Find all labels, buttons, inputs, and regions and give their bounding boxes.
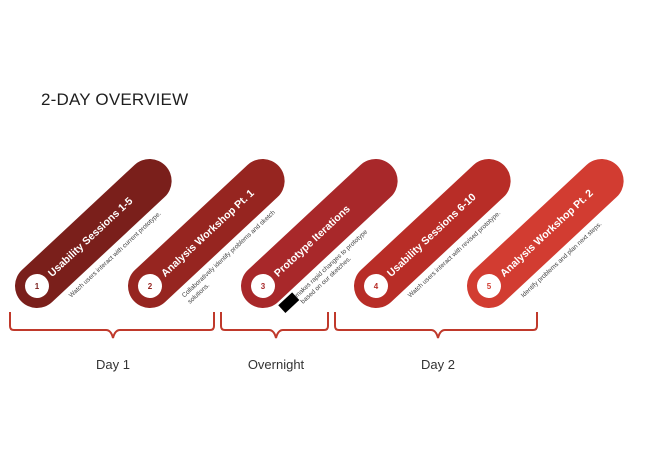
step-4-number-circle: [364, 274, 388, 298]
redaction-box: [278, 292, 300, 313]
phase-label-day-1: Day 1: [96, 357, 130, 372]
step-5-number: 5: [487, 282, 492, 291]
step-1-pill: [15, 158, 172, 308]
step-4-pill: [354, 158, 511, 308]
step-2-title: Analysis Workshop Pt. 1: [159, 187, 257, 279]
bracket-overnight: [220, 312, 329, 339]
phase-brackets: [9, 312, 538, 339]
step-5-title: Analysis Workshop Pt. 2: [498, 187, 596, 279]
step-2-number: 2: [148, 282, 153, 291]
step-1-number: 1: [35, 282, 40, 291]
step-5-pill: [467, 158, 624, 308]
phase-label-day-2: Day 2: [421, 357, 455, 372]
step-3-number-circle: [251, 274, 275, 298]
step-2-pill: [127, 158, 285, 308]
bracket-day-1: [9, 312, 215, 339]
step-1-number-circle: [25, 274, 49, 298]
page-title: 2-DAY OVERVIEW: [41, 90, 189, 109]
step-3-number: 3: [261, 282, 266, 291]
step-5-number-circle: [477, 274, 501, 298]
step-2-number-circle: [138, 274, 162, 298]
phase-label-overnight: Overnight: [247, 357, 305, 372]
step-4-number: 4: [374, 282, 379, 291]
step-3-pill: [241, 158, 398, 308]
bracket-day-2: [334, 312, 538, 339]
